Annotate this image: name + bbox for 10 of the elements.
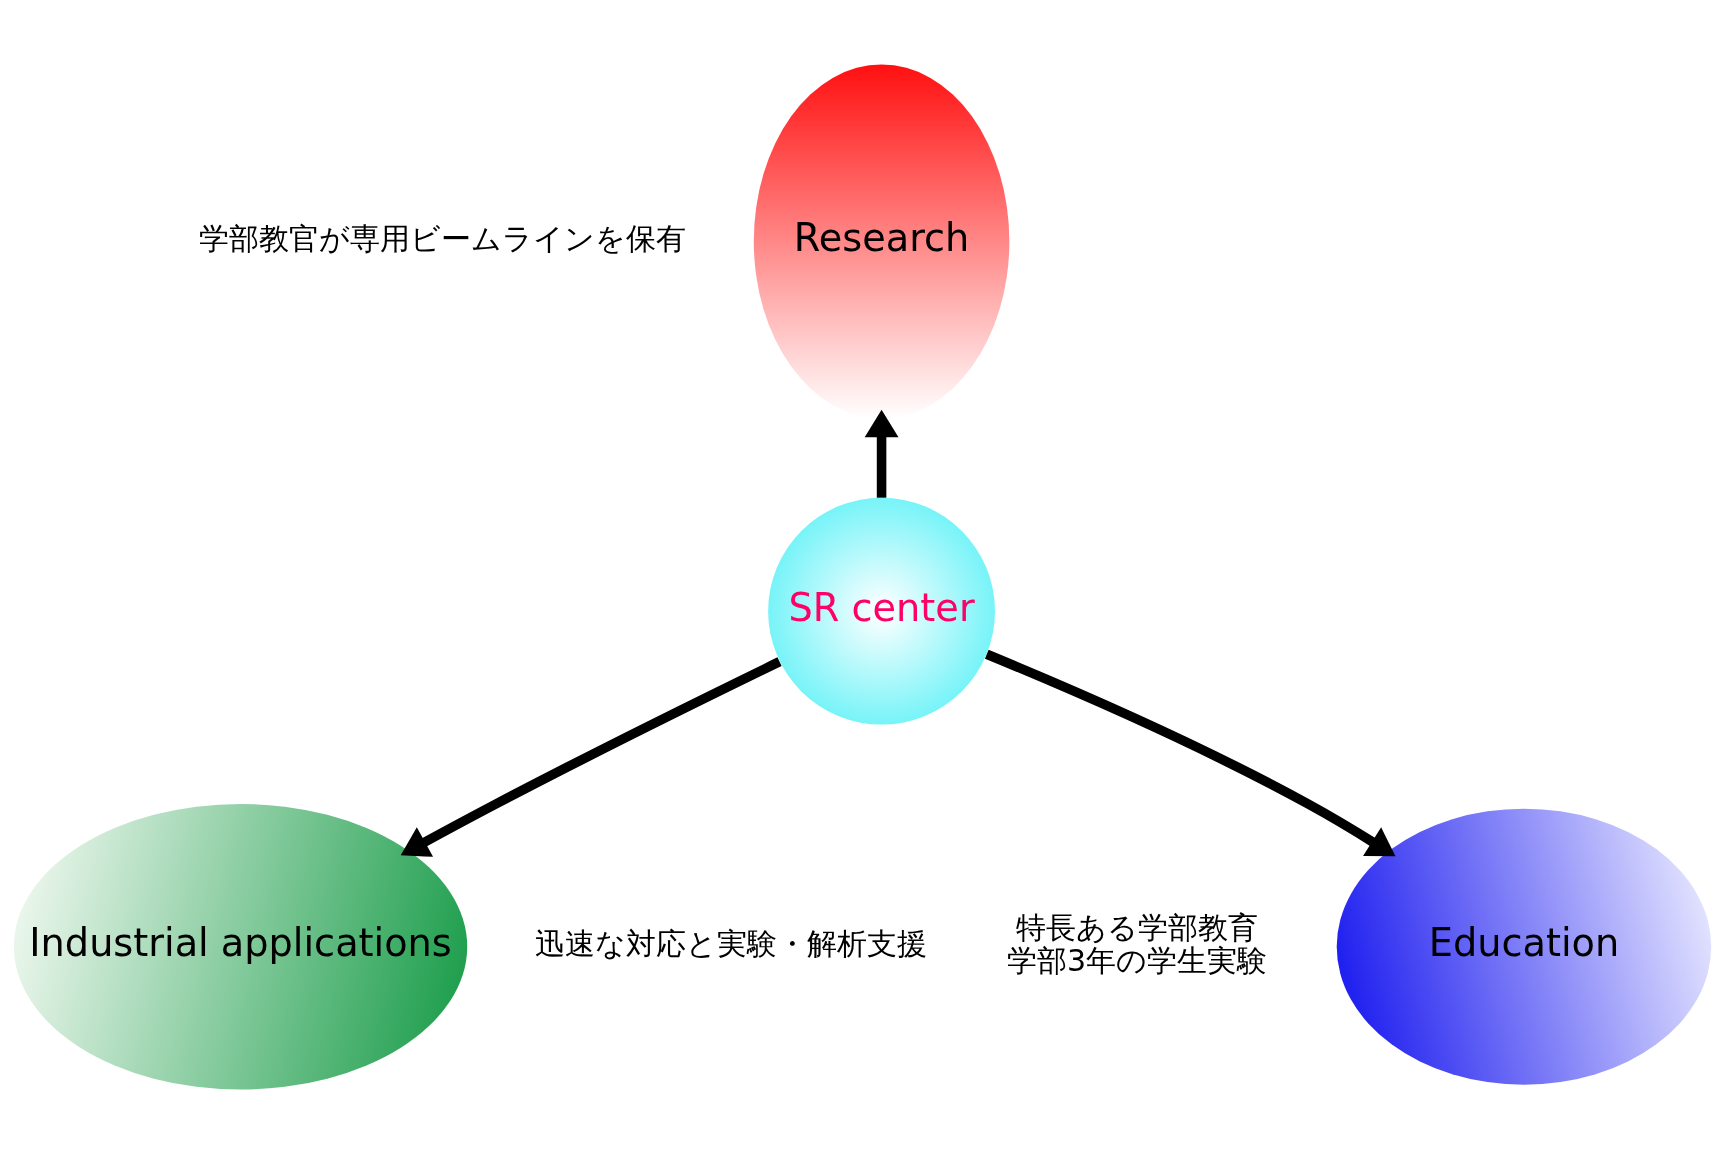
node-label: 迅速な対応と実験・解析支援 — [535, 925, 928, 961]
node-label: 学部3年の学生実験 — [1007, 942, 1268, 978]
arrow — [984, 649, 1396, 856]
node-label: 特長ある学部教育 — [1016, 909, 1259, 945]
node-circle: SR center — [768, 497, 995, 725]
node-ellipse: Education — [1336, 808, 1712, 1085]
arrow — [864, 409, 899, 498]
node-ellipse: Industrial applications — [13, 803, 468, 1090]
arrow — [400, 656, 782, 857]
node-label: 学部教官が専用ビームラインを保有 — [199, 220, 687, 256]
